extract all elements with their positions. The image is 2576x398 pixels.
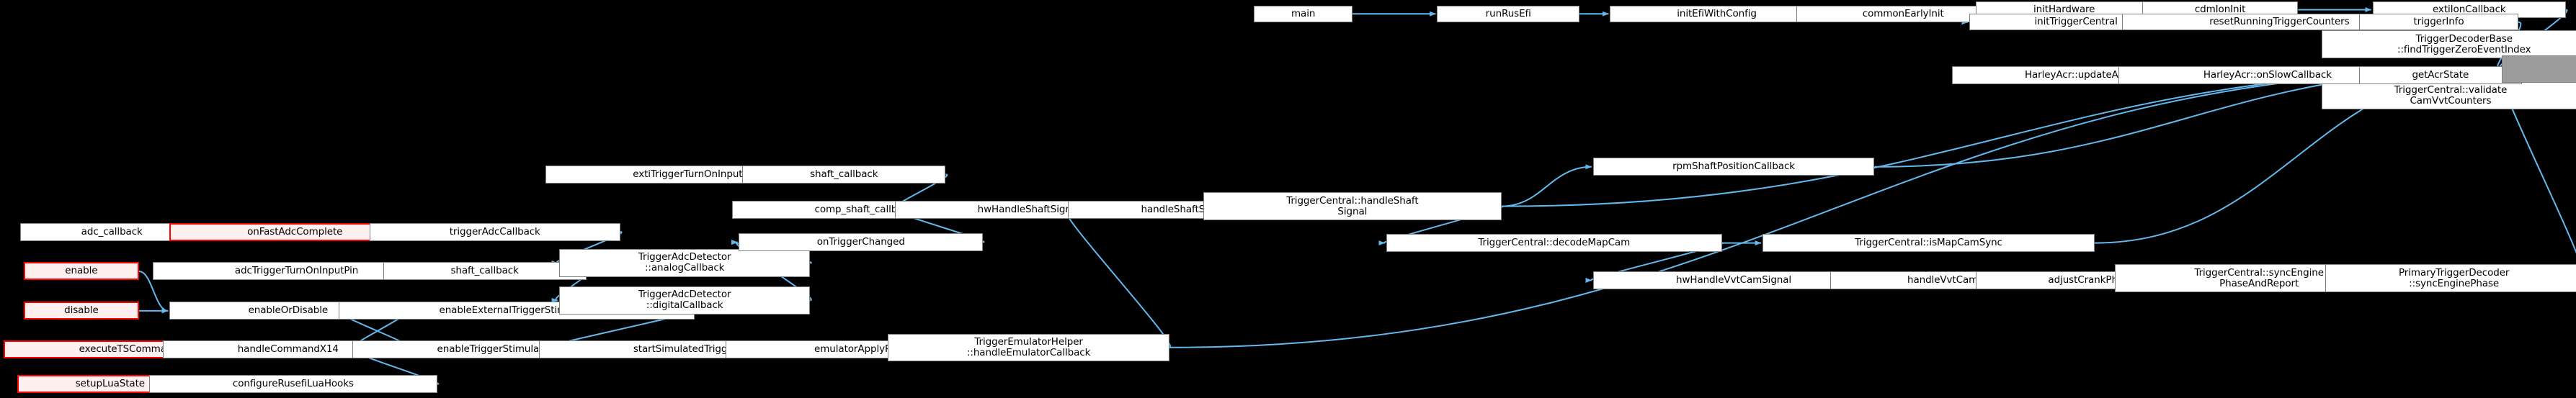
graph-node-getacrstate[interactable]: getAcrState: [2358, 66, 2522, 85]
graph-node-triggeremulatorhelper-handleemulatorcallback[interactable]: TriggerEmulatorHelper ::handleEmulatorCa…: [888, 333, 1169, 362]
graph-node-enable[interactable]: enable: [23, 262, 139, 281]
graph-node-triggercentral-validate-camvvtcounters[interactable]: TriggerCentral::validate CamVvtCounters: [2322, 81, 2576, 109]
graph-node-configurerusefiluahooks[interactable]: configureRusefiLuaHooks: [148, 375, 437, 394]
graph-node-triggercentral-ismapcamsync[interactable]: TriggerCentral::isMapCamSync: [1762, 234, 2095, 253]
graph-node-triggeradccallback[interactable]: triggerAdcCallback: [369, 222, 620, 241]
graph-node-hwhandlevvtcamsignal[interactable]: hwHandleVvtCamSignal: [1592, 271, 1875, 289]
graph-node-enableexternaltriggerstimulator[interactable]: enableExternalTriggerStimulator: [339, 302, 695, 320]
graph-edge: [1501, 164, 1592, 207]
graph-node-shaft-callback[interactable]: shaft_callback: [742, 165, 946, 184]
graph-node-shaft-callback[interactable]: shaft_callback: [383, 262, 587, 281]
graph-node-main[interactable]: main: [1254, 5, 1352, 22]
graph-node-rpmshaftpositioncallback[interactable]: rpmShaftPositionCallback: [1592, 158, 1875, 176]
graph-node-triggeradcdetector-digitalcallback[interactable]: TriggerAdcDetector ::digitalCallback: [559, 286, 811, 315]
graph-node-triggerinfo[interactable]: triggerInfo: [2358, 14, 2519, 31]
graph-node-extiioncallback[interactable]: extiIonCallback: [2372, 1, 2566, 18]
graph-node-commonearlyinit[interactable]: commonEarlyInit: [1796, 5, 2010, 22]
graph-node-triggercentral-handleshaft-signal[interactable]: TriggerCentral::handleShaft Signal: [1203, 192, 1502, 220]
graph-node-triggercentral-decodemapcam[interactable]: TriggerCentral::decodeMapCam: [1386, 234, 1722, 253]
graph-node-initefiwithconfig[interactable]: initEfiWithConfig: [1610, 5, 1824, 22]
graph-node-primarytriggerdecoder-syncenginephase[interactable]: PrimaryTriggerDecoder ::syncEnginePhase: [2325, 264, 2576, 292]
graph-node-disable[interactable]: disable: [23, 302, 139, 320]
graph-node-triggerdecoderbase-findtriggerzeroeventindex[interactable]: TriggerDecoderBase ::findTriggerZeroEven…: [2322, 30, 2576, 58]
graph-node-resetrunningtriggercounters[interactable]: resetRunningTriggerCounters: [2121, 14, 2438, 31]
graph-node-triggerdecoderbase-getsynchronizationcounter[interactable]: TriggerDecoderBase ::getSynchronizationC…: [2501, 55, 2576, 83]
graph-node-runrusefi[interactable]: runRusEfi: [1437, 5, 1580, 22]
graph-edge: [1060, 207, 1172, 348]
graph-node-ontriggerchanged[interactable]: onTriggerChanged: [739, 233, 984, 252]
graph-node-triggeradcdetector-analogcallback[interactable]: TriggerAdcDetector ::analogCallback: [559, 249, 811, 277]
